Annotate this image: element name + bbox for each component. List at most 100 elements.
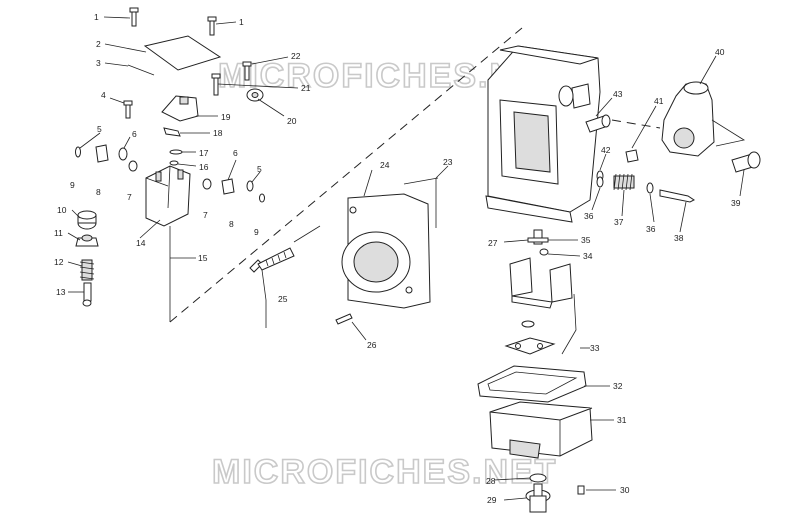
leader-3 [104, 62, 129, 67]
screw-21 [211, 73, 221, 96]
leader-1b [215, 21, 237, 25]
callout-15: 15 [198, 253, 208, 263]
callout-38: 38 [674, 233, 684, 243]
screw-22 [242, 61, 252, 81]
wire-33 [561, 293, 577, 355]
spring-37 [613, 173, 635, 191]
screw-39 [731, 151, 761, 173]
seal-7a [128, 160, 138, 172]
callout-18: 18 [213, 128, 223, 138]
float-14 [145, 165, 191, 227]
leader-27 [503, 239, 529, 243]
callout-23: 23 [443, 157, 453, 167]
pin-26 [335, 313, 353, 325]
assembly-axis-line [169, 27, 523, 323]
callout-9a: 9 [70, 180, 75, 190]
washer-8a [95, 144, 109, 163]
washer-36a [596, 176, 604, 188]
valve-27 [527, 229, 549, 245]
o-ring-9b [259, 193, 265, 203]
callout-16: 16 [199, 162, 209, 172]
leader-42 [599, 153, 607, 171]
callout-3: 3 [96, 58, 101, 68]
leader-5a [79, 132, 101, 149]
ring-washer [521, 320, 535, 328]
callout-31: 31 [617, 415, 627, 425]
seal-5b [246, 180, 254, 192]
screw-25 [249, 247, 295, 273]
callout-24: 24 [380, 160, 390, 170]
axis-stub [293, 225, 321, 243]
needle-13 [82, 282, 92, 307]
screw-30 [577, 485, 585, 495]
callout-5b: 5 [257, 164, 262, 174]
watermark-bottom: MICROFICHES.NET [212, 453, 557, 491]
leader-39 [739, 169, 745, 197]
leader-38 [679, 201, 687, 233]
leader-25 [261, 269, 267, 328]
gasket-strip [127, 64, 155, 76]
leader-36b [649, 193, 655, 223]
leader-26 [351, 321, 367, 341]
leader-6b [227, 159, 237, 181]
callout-28: 28 [486, 476, 496, 486]
callout-20: 20 [287, 116, 297, 126]
callout-42: 42 [601, 145, 611, 155]
leader-11 [67, 232, 81, 241]
leader-4 [109, 97, 125, 104]
leader-41 [631, 105, 657, 149]
leader-29 [503, 497, 527, 501]
callout-30: 30 [620, 485, 630, 495]
callout-41: 41 [654, 96, 664, 106]
callout-8b: 8 [229, 219, 234, 229]
seal-6a [118, 147, 128, 161]
leader-5b [251, 171, 261, 183]
throttle-axis-line [611, 119, 661, 129]
callout-2: 2 [96, 39, 101, 49]
nut-20 [246, 88, 264, 102]
leader-14 [139, 219, 161, 239]
pin-16 [169, 160, 179, 166]
leader-20 [257, 98, 285, 117]
ring-17 [169, 149, 183, 155]
leader-37 [621, 189, 625, 217]
callout-8a: 8 [96, 187, 101, 197]
screw-4 [123, 100, 133, 119]
callout-1b: 1 [239, 17, 244, 27]
washer-36b [646, 182, 654, 194]
callout-6b: 6 [233, 148, 238, 158]
nut-11 [75, 234, 99, 247]
callout-34: 34 [583, 251, 593, 261]
screw-1b [207, 16, 217, 36]
gasket-23 [403, 177, 439, 185]
callout-33: 33 [590, 343, 600, 353]
leader-10 [71, 209, 81, 219]
callout-21: 21 [301, 83, 311, 93]
leader-16 [177, 163, 197, 167]
leader-12 [67, 261, 83, 267]
callout-22: 22 [291, 51, 301, 61]
clip-18 [163, 127, 181, 137]
callout-43: 43 [613, 89, 623, 99]
callout-4: 4 [101, 90, 106, 100]
callout-1a: 1 [94, 12, 99, 22]
leader-6a [123, 136, 131, 149]
callout-36b: 36 [646, 224, 656, 234]
callout-7a: 7 [127, 192, 132, 202]
screw-1a [129, 7, 139, 27]
plug-41 [625, 149, 639, 163]
cover-plate [143, 35, 222, 71]
insulator-24 [341, 193, 431, 309]
callout-36a: 36 [584, 211, 594, 221]
callout-39: 39 [731, 198, 741, 208]
callout-17: 17 [199, 148, 209, 158]
float-pair [509, 257, 573, 309]
drain-plug-29 [525, 483, 551, 513]
leader-1a [103, 16, 131, 19]
leader-21 [217, 83, 299, 89]
leader-23 [435, 165, 449, 179]
float-bowl-31 [489, 401, 593, 459]
leader-34 [547, 253, 581, 257]
